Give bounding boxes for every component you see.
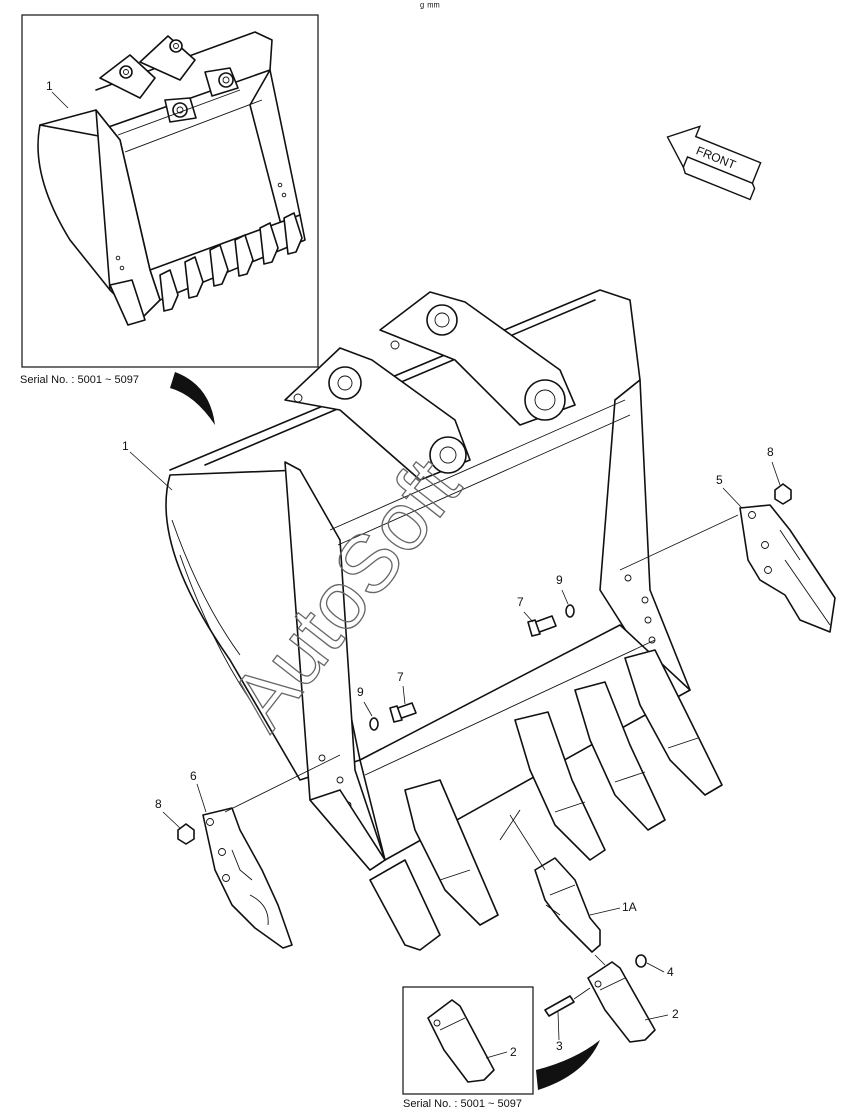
nut-left	[177, 823, 195, 845]
nut-right	[774, 483, 792, 505]
callout-tooth-adapter: 1A	[622, 900, 637, 914]
bolt-right	[527, 615, 557, 637]
washer-right	[565, 604, 575, 618]
callout-side-cutter-right: 5	[716, 473, 723, 487]
side-cutter-left	[202, 754, 341, 949]
inset-bottom-caption: Serial No. : 5001 ~ 5097	[403, 1098, 522, 1110]
callout-tooth: 2	[672, 1007, 679, 1021]
tooth	[587, 954, 656, 1043]
callout-pin: 3	[556, 1039, 563, 1053]
inset-top-arrow	[170, 372, 215, 425]
bucket-main-drawing	[165, 289, 723, 951]
washer-left	[369, 717, 379, 731]
inset-top-callout: 1	[46, 79, 53, 93]
callout-bolt-right: 7	[517, 595, 524, 609]
inset-top: 1 Serial No. : 5001 ~ 5097	[20, 14, 319, 425]
callout-washer-right: 9	[556, 573, 563, 587]
header-mark: ᵍ ᵐᵐ	[420, 1, 440, 13]
inset-bucket-drawing	[37, 31, 306, 326]
inset-bottom: 2 Serial No. : 5001 ~ 5097	[402, 986, 600, 1110]
inset-top-caption: Serial No. : 5001 ~ 5097	[20, 374, 139, 386]
callout-side-cutter-left: 6	[190, 769, 197, 783]
pin	[544, 995, 575, 1017]
lock-washer	[635, 954, 647, 968]
tooth-adapter	[509, 814, 601, 953]
inset-tooth-drawing	[427, 999, 495, 1083]
callout-bucket: 1	[122, 439, 129, 453]
callout-nut-left: 8	[155, 797, 162, 811]
bolt-left	[389, 702, 417, 723]
callout-lock-washer: 4	[667, 965, 674, 979]
inset-bottom-callout: 2	[510, 1045, 517, 1059]
front-arrow: FRONT	[666, 125, 762, 201]
callout-nut-right: 8	[767, 445, 774, 459]
inset-bottom-arrow	[536, 1040, 600, 1090]
callout-washer-left: 9	[357, 685, 364, 699]
side-cutter-right	[619, 504, 836, 633]
callout-bolt-left: 7	[397, 670, 404, 684]
